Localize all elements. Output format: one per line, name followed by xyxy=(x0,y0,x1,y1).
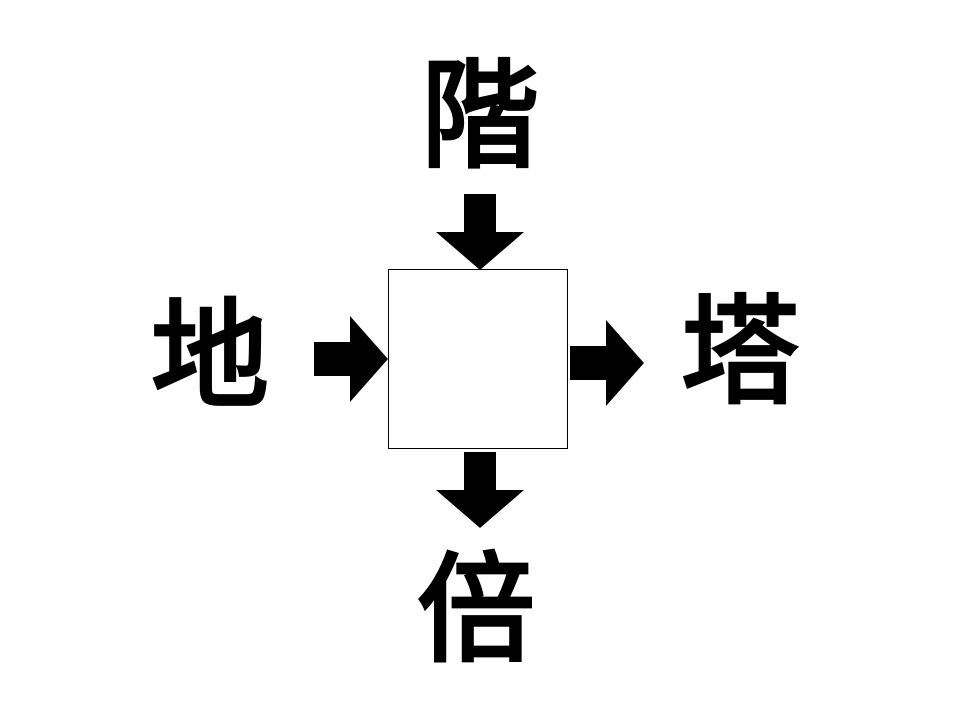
left-kanji: 地 xyxy=(150,287,269,425)
arrow-right-icon xyxy=(570,320,644,406)
arrow-right-icon xyxy=(314,316,388,402)
right-kanji: 塔 xyxy=(680,283,799,421)
bottom-kanji: 倍 xyxy=(416,541,535,679)
arrow-down-icon xyxy=(436,194,524,270)
answer-box[interactable] xyxy=(388,269,568,449)
top-kanji: 階 xyxy=(420,47,539,185)
arrow-down-icon xyxy=(436,452,524,528)
